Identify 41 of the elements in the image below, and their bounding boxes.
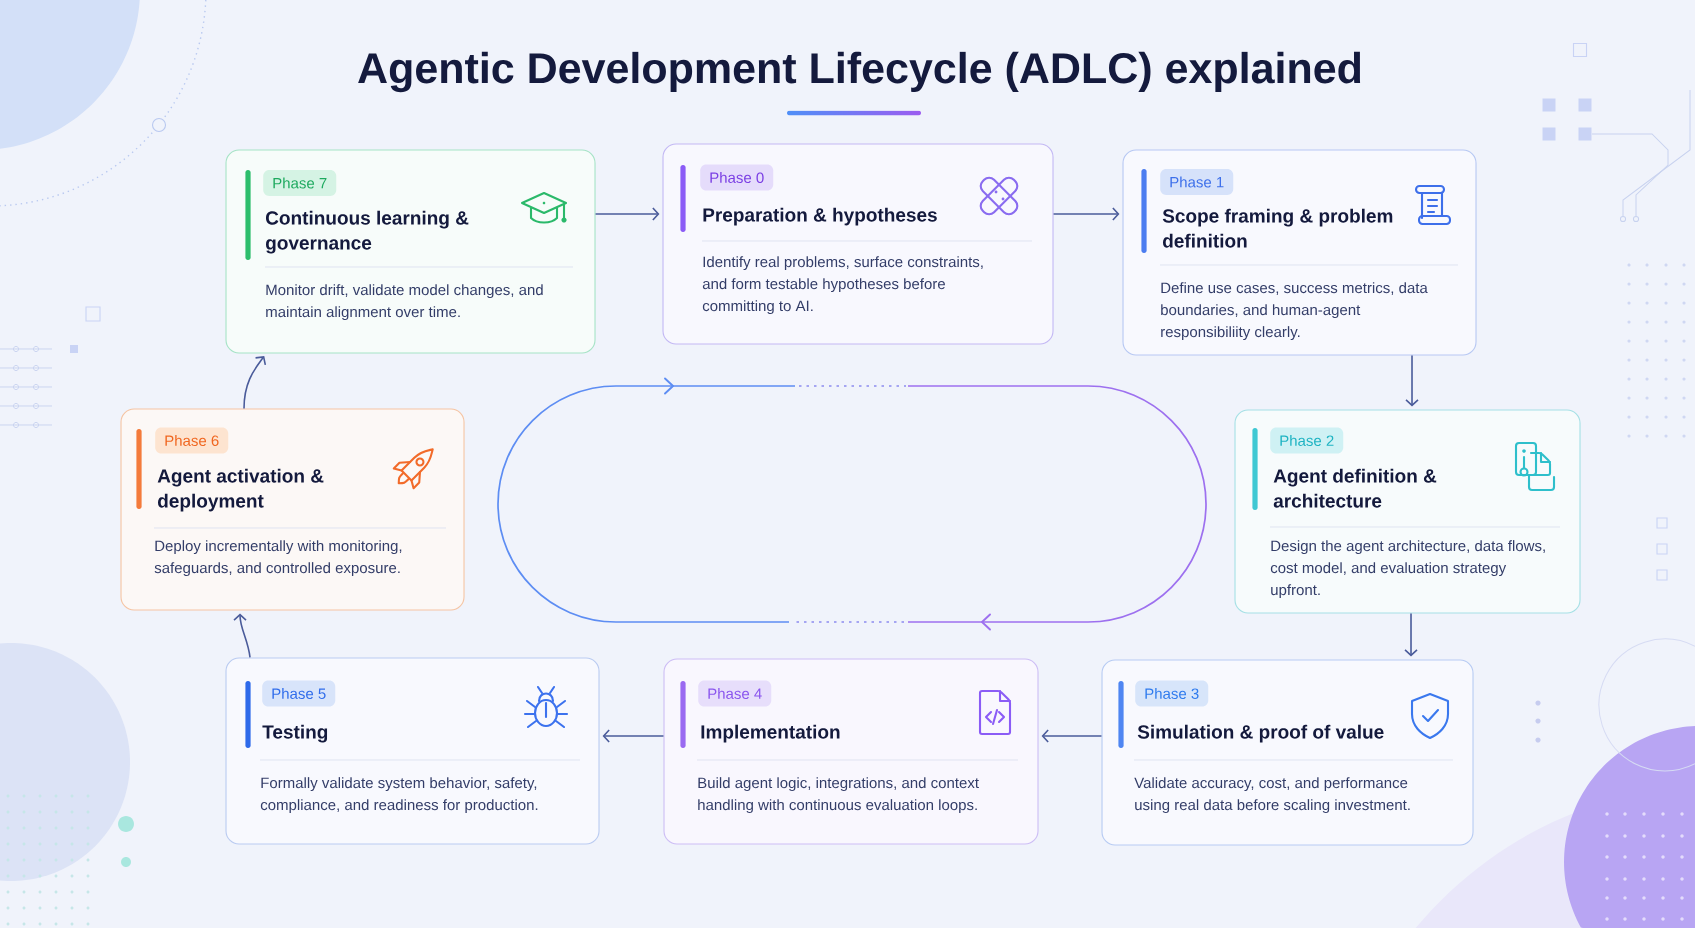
arrow <box>233 613 251 659</box>
arrow <box>602 729 665 743</box>
phase-card <box>120 408 465 611</box>
phase-badge: Phase 1 <box>1160 169 1234 195</box>
phase-title: Agent activation & deployment <box>157 468 324 512</box>
phase-card <box>1101 659 1474 846</box>
phase-badge: Phase 7 <box>263 170 337 196</box>
phase-badge: Phase 6 <box>155 427 229 454</box>
phase-badge: Phase 4 <box>698 680 772 707</box>
phase-title: Scope framing & problem definition <box>1162 208 1393 248</box>
phase-title: Preparation & hypotheses <box>703 207 937 226</box>
phase-description: Validate accuracy, cost, and performance using real data before scaling investment. <box>1134 777 1410 814</box>
phase-badge: Phase 3 <box>1135 680 1209 707</box>
title: Agentic Development Lifecycle (ADLC) explained <box>358 51 1361 93</box>
phase-title: Continuous learning & governance <box>266 210 469 254</box>
phase-description: Monitor drift, validate model changes, and maintain alignment over time. <box>266 284 543 321</box>
phase-card <box>1234 409 1581 614</box>
phase-badge: Phase 0 <box>700 164 774 191</box>
phase-card <box>662 143 1054 345</box>
phase-description: Design the agent architecture, data flows, cost model, and evaluation strategy upfront. <box>1270 540 1545 599</box>
phase-card <box>225 657 600 845</box>
arrow <box>1404 612 1418 657</box>
phase-card <box>225 149 596 354</box>
arrow <box>1041 729 1103 743</box>
phase-card <box>1122 149 1477 356</box>
phase-description: Formally validate system behavior, safety, compliance, and readiness for production. <box>260 777 538 814</box>
phase-description: Identify real problems, surface constraints, and form testable hypotheses before committing to AI. <box>702 256 983 315</box>
phase-description: Define use cases, success metrics, data boundaries, and human-agent responsibiliity clearly. <box>1161 282 1428 341</box>
phase-title: Simulation & proof of value <box>1137 724 1384 743</box>
arrow <box>243 356 267 410</box>
arrow <box>1405 354 1419 407</box>
phase-badge: Phase 2 <box>1270 427 1344 454</box>
phase-title: Agent definition & architecture <box>1273 468 1437 508</box>
arrow <box>1052 207 1120 221</box>
phase-badge: Phase 5 <box>262 680 336 707</box>
phase-title: Testing <box>262 724 328 743</box>
arrow <box>594 207 660 221</box>
phase-title: Implementation <box>701 724 840 743</box>
phase-card <box>663 658 1039 845</box>
phase-description: Deploy incrementally with monitoring, safeguards, and controlled exposure. <box>154 540 402 577</box>
phase-description: Build agent logic, integrations, and context handling with continuous evaluation loops. <box>698 777 979 814</box>
